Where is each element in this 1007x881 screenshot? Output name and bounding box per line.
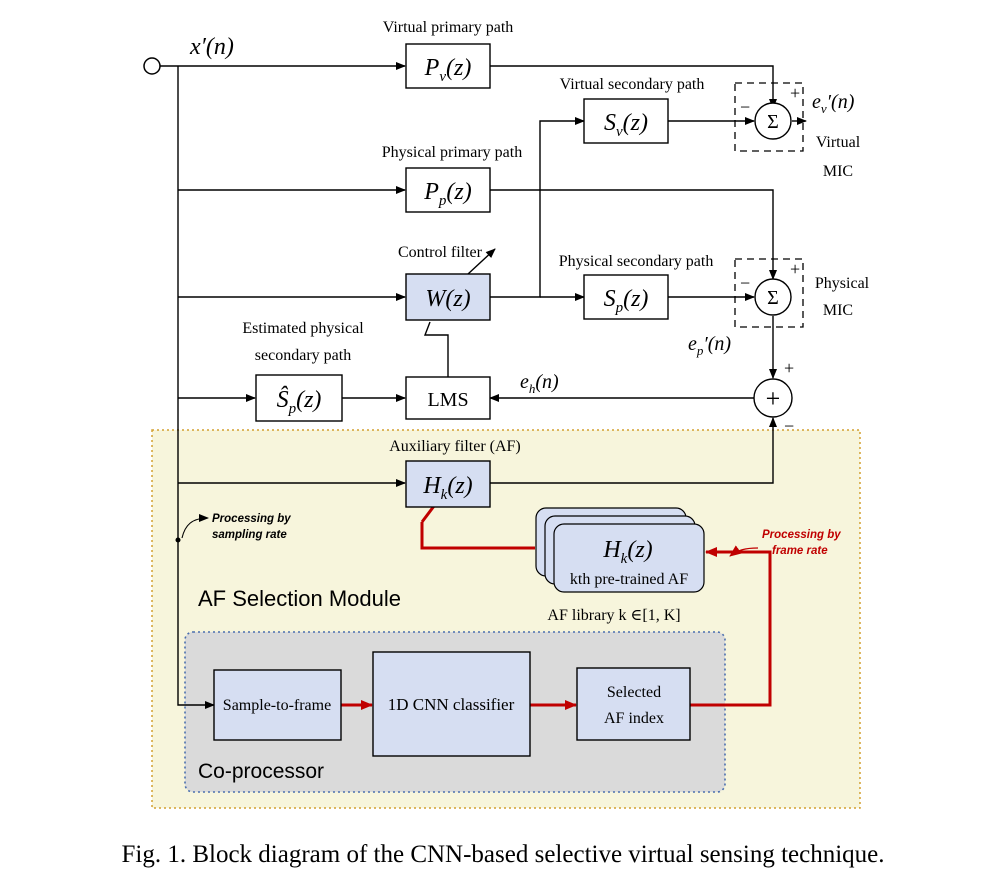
library-hk-text: Hk(z) (602, 537, 652, 567)
error-adder (753, 378, 793, 418)
library-card-front (553, 523, 705, 593)
sample-to-frame-block (213, 669, 342, 741)
lms-block (405, 376, 491, 420)
input-source-icon (143, 57, 161, 75)
physical-sum-junction (754, 278, 792, 316)
figure-caption: Fig. 1. Block diagram of the CNN-based s… (121, 841, 884, 868)
physical-mic-box (734, 258, 804, 328)
cnn-classifier-block (372, 651, 531, 757)
sv-text: Sv(z) (604, 110, 648, 140)
virtual-sigma: Σ (767, 111, 779, 133)
physical-primary-path-label: Physical primary path (382, 144, 522, 161)
physical-mic-label-1: Physical (815, 275, 870, 292)
virtual-minus: − (740, 97, 750, 117)
sp-text: Sp(z) (604, 286, 649, 316)
virtual-secondary-path-label: Virtual secondary path (560, 76, 705, 93)
auxiliary-filter-label: Auxiliary filter (AF) (389, 438, 521, 455)
adder-plus: + (784, 358, 794, 378)
control-filter-label: Control filter (398, 244, 483, 261)
physical-secondary-path-label: Physical secondary path (559, 253, 714, 270)
library-item-label: kth pre-trained AF (570, 571, 688, 588)
adder-minus: − (784, 416, 794, 436)
frame-note-2: frame rate (772, 545, 828, 557)
control-filter-block (405, 273, 491, 321)
h-error-label: eh(n) (520, 371, 559, 396)
frame-note-1: Processing by (762, 529, 841, 541)
estimated-secondary-path-block (255, 374, 343, 422)
virtual-plus: + (790, 83, 800, 103)
virtual-secondary-path-block (583, 98, 669, 144)
selected-af-label-2: AF index (604, 710, 664, 727)
adder-symbol: + (766, 384, 781, 413)
estimated-path-label-2: secondary path (255, 347, 351, 364)
auxiliary-filter-block (405, 460, 491, 508)
coprocessor-title: Co-processor (198, 760, 324, 783)
virtual-mic-label-2: MIC (823, 163, 853, 180)
physical-secondary-path-block (583, 274, 669, 320)
virtual-error-label: ev′(n) (812, 91, 855, 116)
pp-text: Pp(z) (423, 179, 472, 209)
virtual-mic-label-1: Virtual (816, 134, 861, 151)
cnn-classifier-label: 1D CNN classifier (388, 695, 515, 714)
virtual-primary-path-label: Virtual primary path (383, 19, 514, 36)
physical-primary-path-block (405, 167, 491, 213)
sample-to-frame-label: Sample-to-frame (223, 697, 331, 714)
sampling-note-2: sampling rate (212, 529, 287, 541)
hk-text: Hk(z) (422, 473, 472, 503)
estimated-path-label-1: Estimated physical (242, 320, 364, 337)
physical-error-label: ep′(n) (688, 333, 731, 358)
virtual-sum-junction (754, 102, 792, 140)
selected-af-label-1: Selected (607, 684, 661, 701)
physical-minus: − (740, 273, 750, 293)
virtual-mic-box (734, 82, 804, 152)
pv-text: Pv(z) (424, 55, 472, 85)
sampling-note-1: Processing by (212, 513, 291, 525)
w-text: W(z) (425, 286, 470, 312)
shat-text: Ŝp(z) (277, 386, 322, 417)
physical-mic-label-2: MIC (823, 302, 853, 319)
af-module-title: AF Selection Module (198, 586, 401, 611)
library-caption: AF library k ∈[1, K] (547, 607, 680, 624)
input-signal-label: x′(n) (189, 34, 234, 60)
lms-text: LMS (427, 389, 468, 411)
physical-sigma: Σ (767, 287, 779, 309)
virtual-primary-path-block (405, 43, 491, 89)
physical-plus: + (790, 259, 800, 279)
selected-af-index-block (576, 667, 691, 741)
